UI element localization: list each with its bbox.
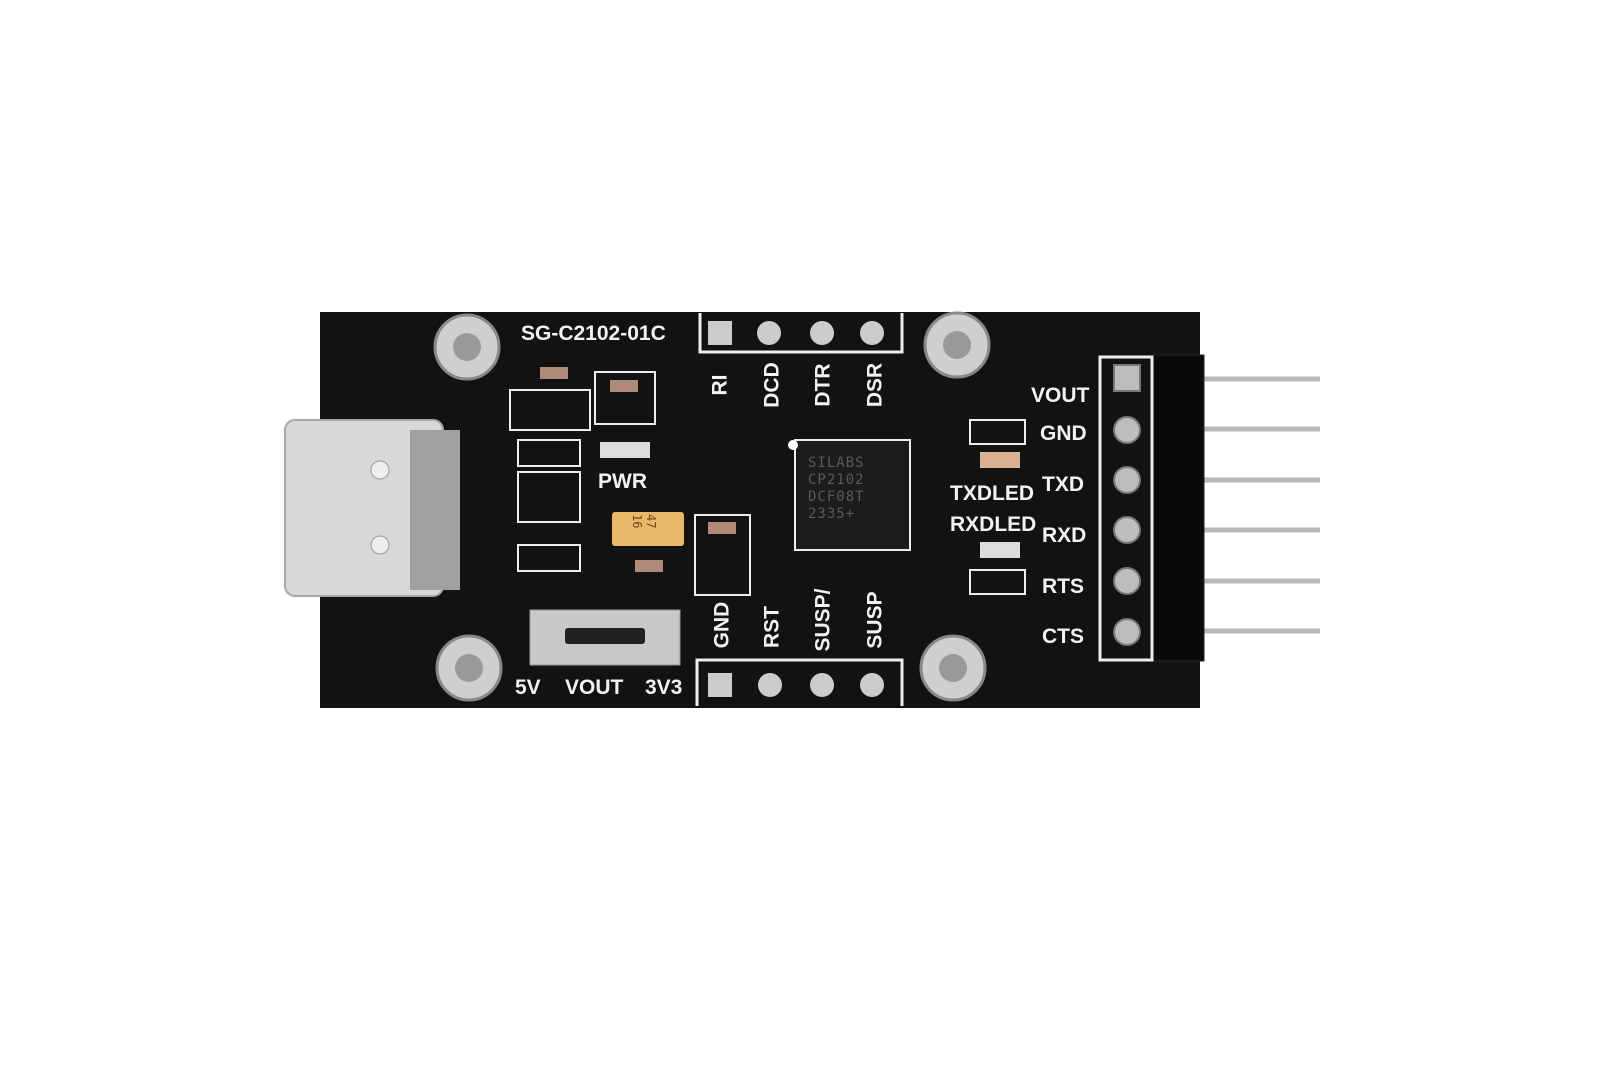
txdled-label: TXDLED <box>950 482 1034 505</box>
chip-line-3: DCF08T <box>808 489 865 505</box>
pin-label-gnd: GND <box>1040 422 1087 445</box>
bottom-label-rst: RST <box>760 606 784 648</box>
pin-label-txd: TXD <box>1042 473 1084 496</box>
board-model-label: SG-C2102-01C <box>521 322 666 345</box>
header-pins <box>1200 376 1320 634</box>
tantalum-capacitor <box>612 512 684 546</box>
chip-marking: SILABS CP2102 DCF08T 2335+ <box>808 455 898 523</box>
cp2102-chip <box>794 439 911 551</box>
rxd-led <box>980 542 1020 558</box>
pin-label-cts: CTS <box>1042 625 1084 648</box>
switch-label-vout: VOUT <box>565 676 624 699</box>
switch-label-3v3: 3V3 <box>645 676 683 699</box>
top-label-dsr: DSR <box>863 362 887 408</box>
chip-line-1: SILABS <box>808 455 865 471</box>
bottom-label-susp: SUSP <box>863 591 887 649</box>
txd-led <box>980 452 1020 468</box>
cap-line-1: 47 <box>644 514 658 529</box>
pin-label-rxd: RXD <box>1042 524 1087 547</box>
bottom-label-gnd: GND <box>710 601 734 649</box>
cap-line-2: 16 <box>630 514 644 529</box>
pin-label-rts: RTS <box>1042 575 1084 598</box>
rxdled-label: RXDLED <box>950 513 1037 536</box>
switch-label-5v: 5V <box>515 676 541 699</box>
top-label-ri: RI <box>708 374 732 396</box>
pwr-label: PWR <box>598 470 647 493</box>
bottom-label-susp-slash: SUSP/ <box>811 588 835 652</box>
pin-label-vout: VOUT <box>1031 384 1090 407</box>
chip-line-4: 2335+ <box>808 506 856 522</box>
screws <box>433 311 991 702</box>
header-pads <box>1113 364 1141 646</box>
chip-line-2: CP2102 <box>808 472 865 488</box>
top-label-dcd: DCD <box>760 362 784 408</box>
pwr-led <box>600 442 650 458</box>
header-housing <box>1151 354 1205 662</box>
top-label-dtr: DTR <box>811 363 835 407</box>
capacitor-marking: 47 16 <box>630 514 658 528</box>
